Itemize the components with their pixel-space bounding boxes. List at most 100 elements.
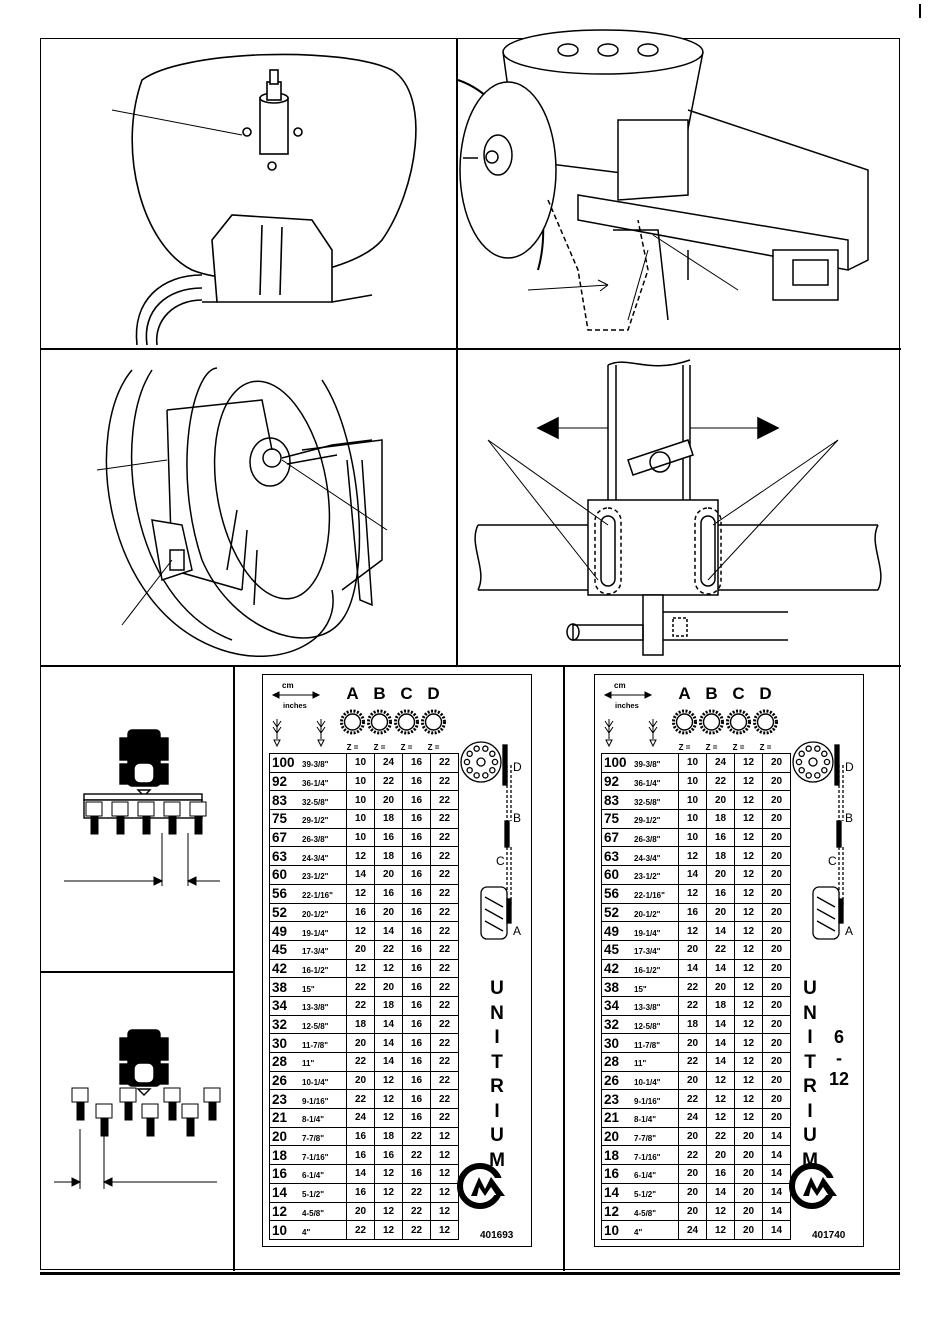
- brand-letter: R: [490, 1076, 504, 1097]
- row-unit-shank: [168, 815, 177, 835]
- disc-hole: [473, 772, 480, 779]
- sprocket-teeth-b: 12: [706, 1201, 735, 1222]
- spacing-cm: 56: [272, 886, 288, 902]
- spacing-cm: 28: [272, 1054, 288, 1070]
- brand-letter: U: [490, 978, 504, 999]
- sprocket-icons: [340, 709, 446, 735]
- sprocket-teeth-c: 12: [734, 790, 763, 811]
- sprocket-teeth-c: 12: [734, 921, 763, 941]
- disc-hub-illustration: [111, 53, 417, 346]
- spacing-inches: 29-1/2": [302, 816, 329, 826]
- row-unit: [141, 1103, 159, 1119]
- sprocket-teeth-a: 18: [346, 1014, 375, 1035]
- sprocket-teeth-c: 12: [734, 1070, 763, 1091]
- sprocket-teeth-d: 22: [430, 1089, 459, 1110]
- sprocket-teeth-d: 14: [762, 1220, 791, 1240]
- sprocket-teeth-c: 12: [734, 753, 763, 773]
- grid-divider: [233, 666, 235, 1271]
- sprocket-teeth-d: 20: [762, 771, 791, 792]
- sprocket-teeth-c: 22: [402, 1145, 431, 1166]
- sprocket-teeth-b: 22: [706, 771, 735, 792]
- sprocket-teeth-c: 16: [402, 958, 431, 979]
- sprocket-teeth-d: 14: [762, 1182, 791, 1203]
- spacing-inches: 17-3/4": [634, 947, 661, 957]
- sprocket-teeth-d: 22: [430, 977, 459, 997]
- z-labels: Z =Z =Z =Z =: [339, 737, 447, 755]
- sprocket-teeth-c: 16: [402, 753, 431, 773]
- sprocket-teeth-d: 22: [430, 1033, 459, 1053]
- sprocket-teeth-b: 12: [374, 1070, 403, 1091]
- unit-inches-label: inches: [615, 701, 639, 710]
- brand-letter: U: [803, 978, 817, 999]
- spacing-inches: 10-1/4": [302, 1078, 329, 1088]
- spacing-cm: 67: [272, 830, 288, 846]
- brand-letter: T: [491, 1051, 503, 1073]
- sprocket-teeth-b: 16: [374, 1145, 403, 1166]
- sprocket-teeth-a: 10: [678, 790, 707, 811]
- sprocket-teeth-c: 16: [402, 995, 431, 1016]
- sprocket-teeth-a: 22: [678, 1052, 707, 1072]
- sprocket-teeth-a: 16: [346, 1145, 375, 1166]
- spacing-cell: 26 10-1/4": [601, 1070, 679, 1091]
- spacing-cm: 45: [272, 942, 288, 958]
- z-label: Z =: [705, 743, 718, 752]
- column-letter-d: D: [759, 684, 772, 703]
- spacing-cm: 100: [604, 755, 627, 771]
- z-label: Z =: [346, 743, 359, 752]
- spacing-inches: 10-1/4": [634, 1078, 661, 1088]
- sprocket-teeth-b: 14: [374, 1014, 403, 1035]
- spacing-cm: 26: [604, 1073, 620, 1089]
- sprocket-teeth-b: 12: [374, 1164, 403, 1184]
- sprocket-teeth-d: 12: [430, 1182, 459, 1203]
- sprocket-teeth-c: 12: [734, 902, 763, 923]
- spacing-inches: 39-3/8": [634, 760, 661, 770]
- spacing-inches: 26-3/8": [634, 835, 661, 845]
- spacing-cm: 30: [272, 1035, 288, 1051]
- sprocket-teeth-c: 16: [402, 1089, 431, 1110]
- brand-letter: U: [490, 1125, 504, 1146]
- sprocket-teeth-d: 20: [762, 1033, 791, 1053]
- drive-wheel-illustration: [96, 367, 388, 658]
- column-letter-b: B: [705, 684, 718, 703]
- sprocket-teeth-c: 20: [734, 1220, 763, 1240]
- z-label: Z =: [759, 743, 772, 752]
- spacing-cm: 42: [604, 960, 620, 976]
- spacing-inches: 20-1/2": [634, 909, 661, 919]
- sprocket-teeth-b: 24: [706, 753, 735, 773]
- spacing-cm: 12: [272, 1203, 288, 1219]
- sprocket-teeth-b: 16: [706, 1164, 735, 1184]
- grid-divider: [41, 348, 901, 350]
- sprocket-teeth-a: 22: [678, 995, 707, 1016]
- spacing-inches: 4": [302, 1227, 311, 1237]
- drive-chain-diagram: [460, 741, 512, 940]
- row-unit-shank: [124, 1101, 133, 1121]
- spacing-inches: 16-1/2": [302, 965, 329, 975]
- spacing-cm: 52: [272, 904, 288, 920]
- sprocket-teeth-c: 16: [402, 827, 431, 848]
- page-frame: [40, 38, 901, 1271]
- spacing-cm: 38: [604, 979, 620, 995]
- sprocket-teeth-d: 20: [762, 902, 791, 923]
